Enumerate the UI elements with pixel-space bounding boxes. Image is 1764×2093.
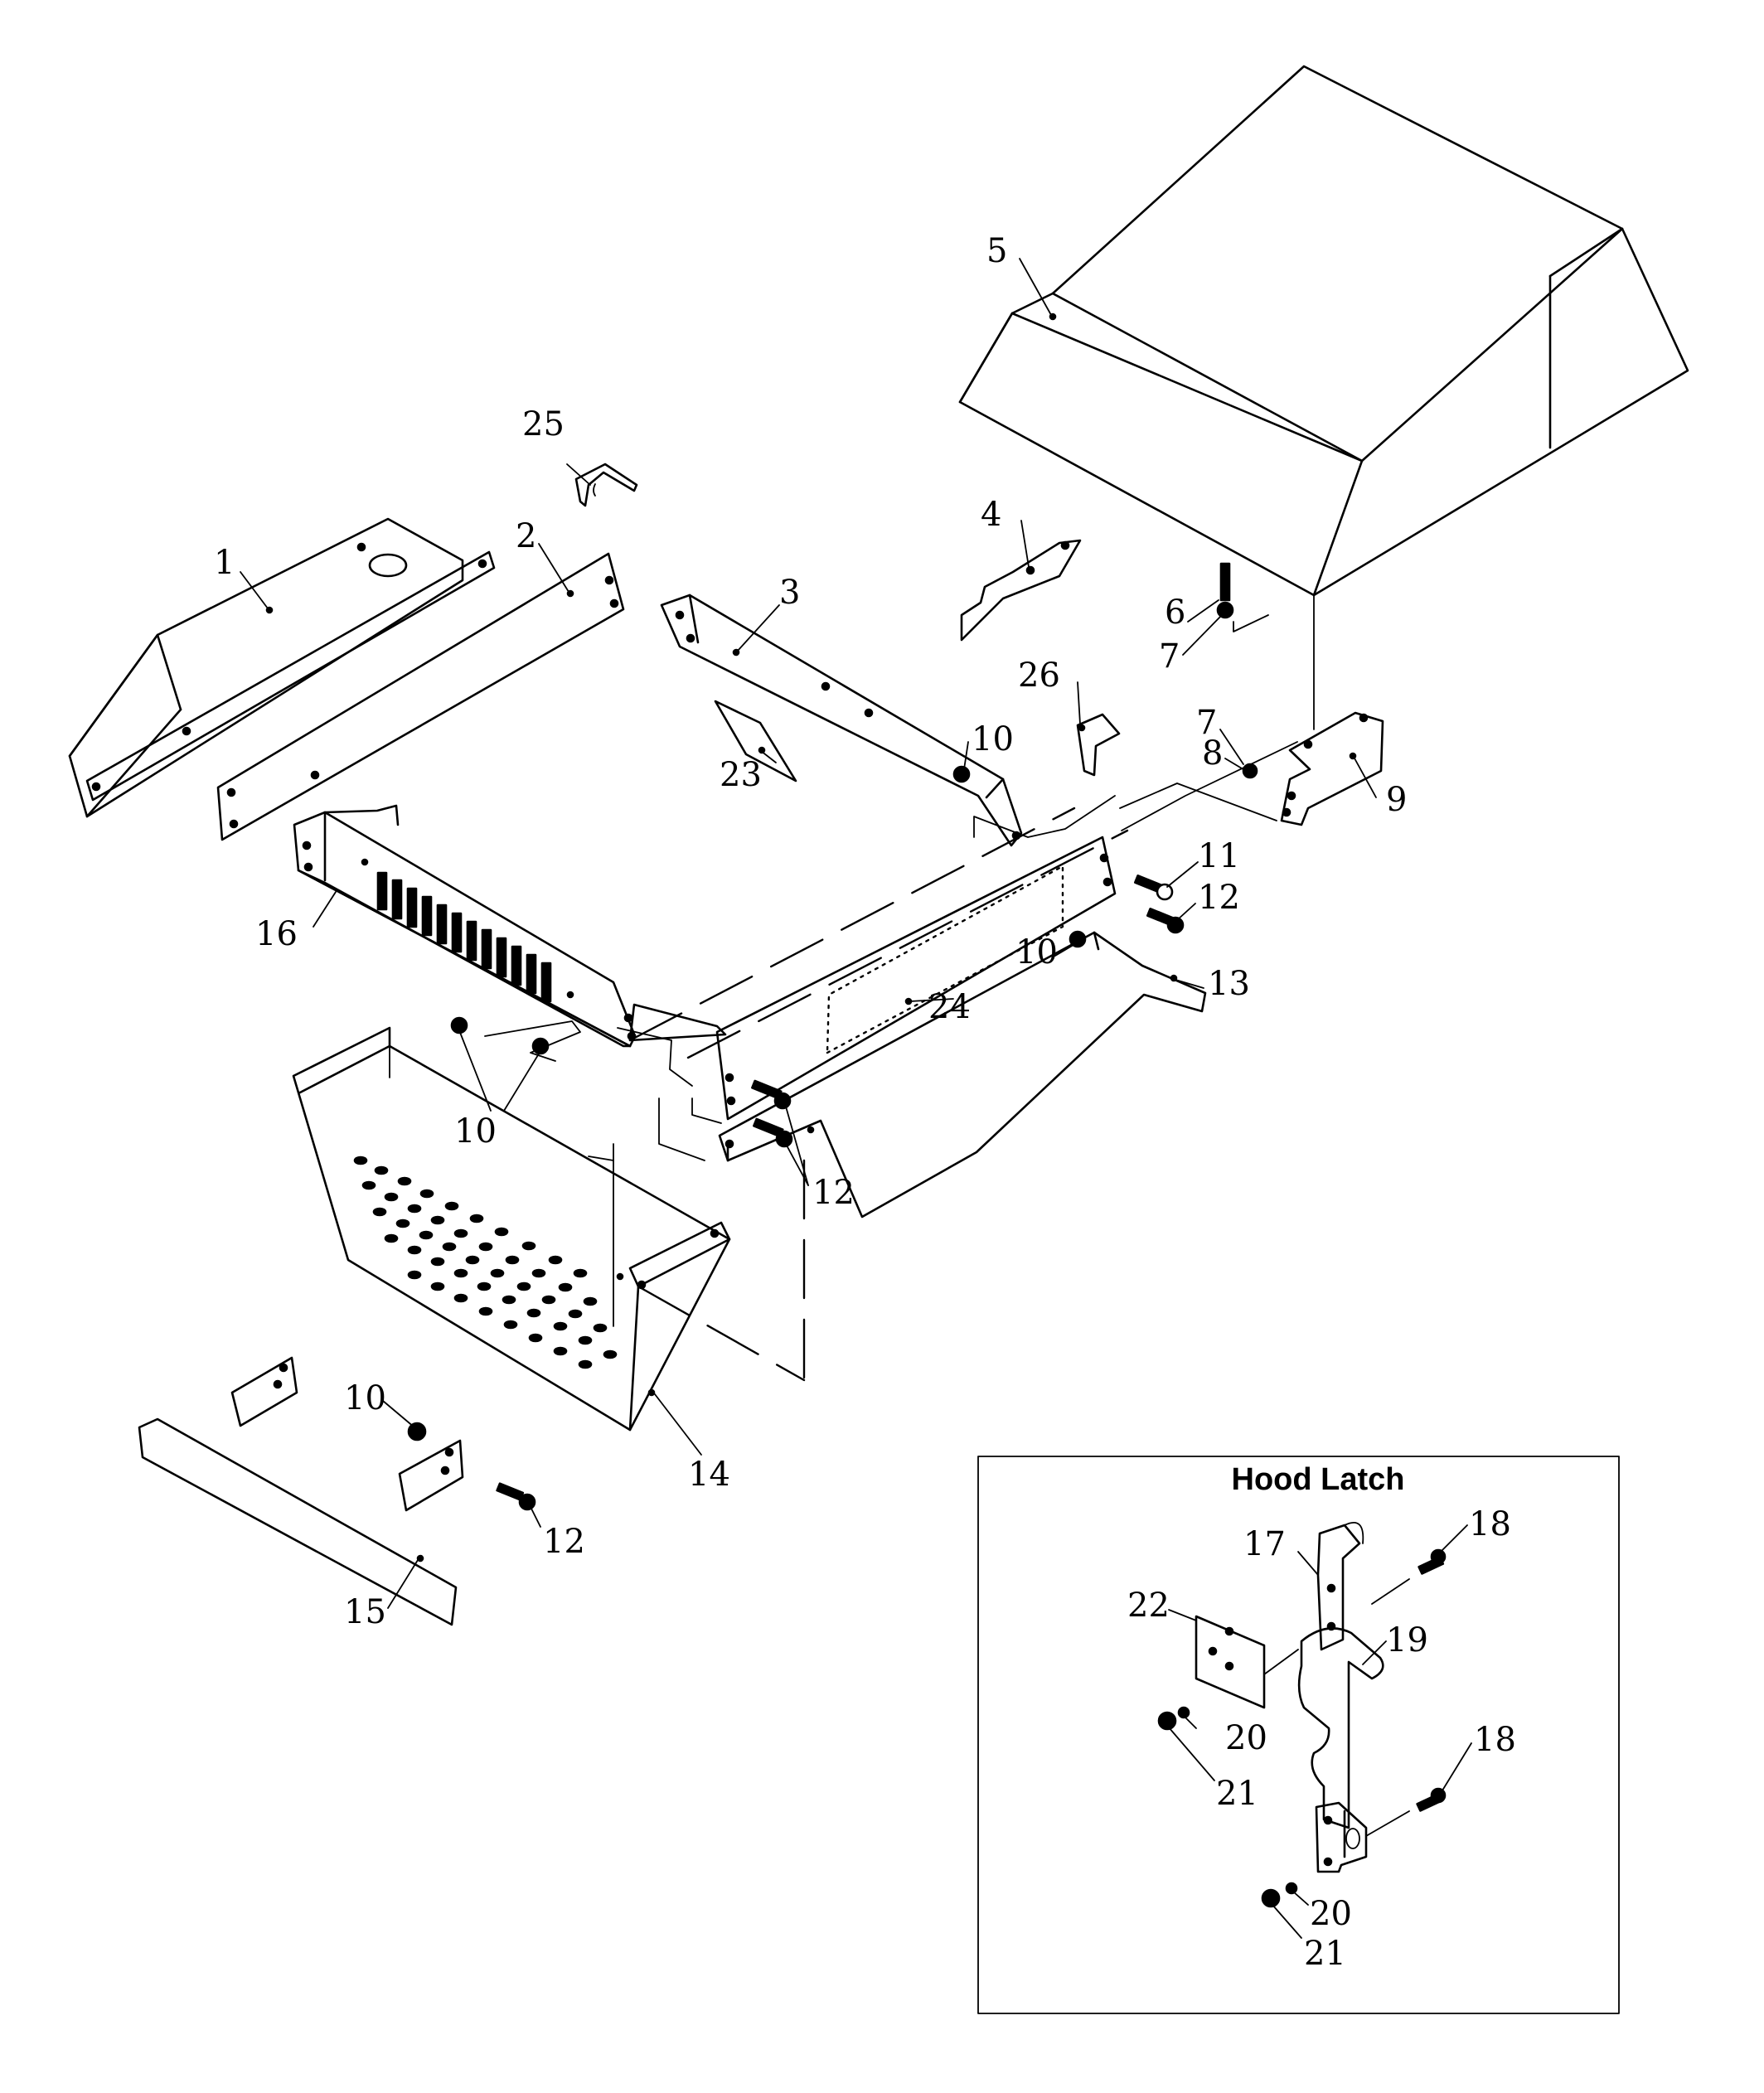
part-20-washer [1177, 1706, 1298, 1895]
callout-2: 2 [516, 517, 536, 555]
part-center-panel [715, 836, 1117, 1121]
callout-20b: 20 [1310, 1895, 1352, 1933]
part-1-panel [68, 517, 496, 818]
part-25-clip [574, 463, 638, 507]
callout-4: 4 [981, 496, 1001, 534]
hardware-bolt-12 [496, 907, 1185, 1511]
callout-19: 19 [1386, 1621, 1428, 1659]
callout-8: 8 [1202, 734, 1223, 773]
callout-12b: 12 [812, 1174, 855, 1212]
inset-title: Hood Latch [1232, 1462, 1405, 1497]
callout-26: 26 [1018, 656, 1060, 695]
callout-12a: 12 [1198, 879, 1240, 917]
callout-24: 24 [928, 988, 971, 1026]
callout-7b: 7 [1196, 704, 1217, 742]
callout-14: 14 [688, 1456, 730, 1494]
callout-18b: 18 [1474, 1721, 1516, 1759]
assembly-lines [484, 741, 1298, 1382]
callout-25: 25 [522, 405, 565, 443]
part-13-tray [718, 931, 1207, 1218]
callout-17: 17 [1243, 1525, 1286, 1563]
part-21-nut [1157, 1711, 1281, 1908]
callout-16: 16 [255, 915, 298, 953]
callout-12c: 12 [543, 1523, 585, 1561]
part-17-hook [1316, 1521, 1410, 1651]
callout-20a: 20 [1225, 1719, 1267, 1757]
callout-22: 22 [1127, 1587, 1170, 1625]
callout-6: 6 [1165, 594, 1185, 632]
part-6-bolt [1216, 562, 1269, 632]
callout-21a: 21 [1216, 1775, 1258, 1813]
leader-lines [240, 258, 1377, 1609]
part-2-strip [216, 552, 625, 841]
inset-leaders [1168, 1524, 1472, 1939]
callout-15: 15 [344, 1593, 386, 1631]
part-22-plate [1195, 1615, 1299, 1709]
grille-slots [376, 871, 552, 1003]
part-hood [958, 65, 1689, 730]
callout-11: 11 [1198, 837, 1240, 875]
callout-18a: 18 [1469, 1505, 1511, 1543]
callout-5: 5 [986, 232, 1007, 270]
part-4-bracket [960, 539, 1082, 642]
callout-9: 9 [1386, 781, 1407, 819]
callout-1: 1 [214, 544, 235, 582]
callout-10c: 10 [454, 1112, 497, 1151]
hood-latch-inset: Hood Latch [977, 1456, 1620, 2014]
part-14-front-panel [292, 1026, 731, 1432]
callout-10a: 10 [972, 720, 1014, 758]
callout-13: 13 [1208, 965, 1250, 1003]
callout-23: 23 [720, 756, 762, 794]
callout-7a: 7 [1159, 637, 1180, 676]
callout-3: 3 [779, 574, 800, 612]
hardware-bolt-11 [1133, 874, 1174, 901]
part-17b-lower-bracket [1315, 1801, 1410, 1873]
part-16-grille [293, 804, 727, 1048]
part-26-clip [1076, 713, 1121, 777]
part-15-bumper [138, 1356, 464, 1626]
hardware-nut-10 [407, 765, 1087, 1441]
part-9-bracket [1280, 711, 1384, 826]
callout-10b: 10 [1015, 933, 1058, 971]
perforation-pattern [353, 1156, 618, 1369]
part-19-latch-handle [1297, 1627, 1384, 1858]
callout-labels: 1 2 3 4 5 6 7 7 8 9 10 10 10 10 11 12 12… [214, 232, 1516, 1973]
callout-10d: 10 [344, 1379, 386, 1417]
callout-21b: 21 [1304, 1935, 1346, 1973]
part-18-screw [1416, 1548, 1447, 1812]
